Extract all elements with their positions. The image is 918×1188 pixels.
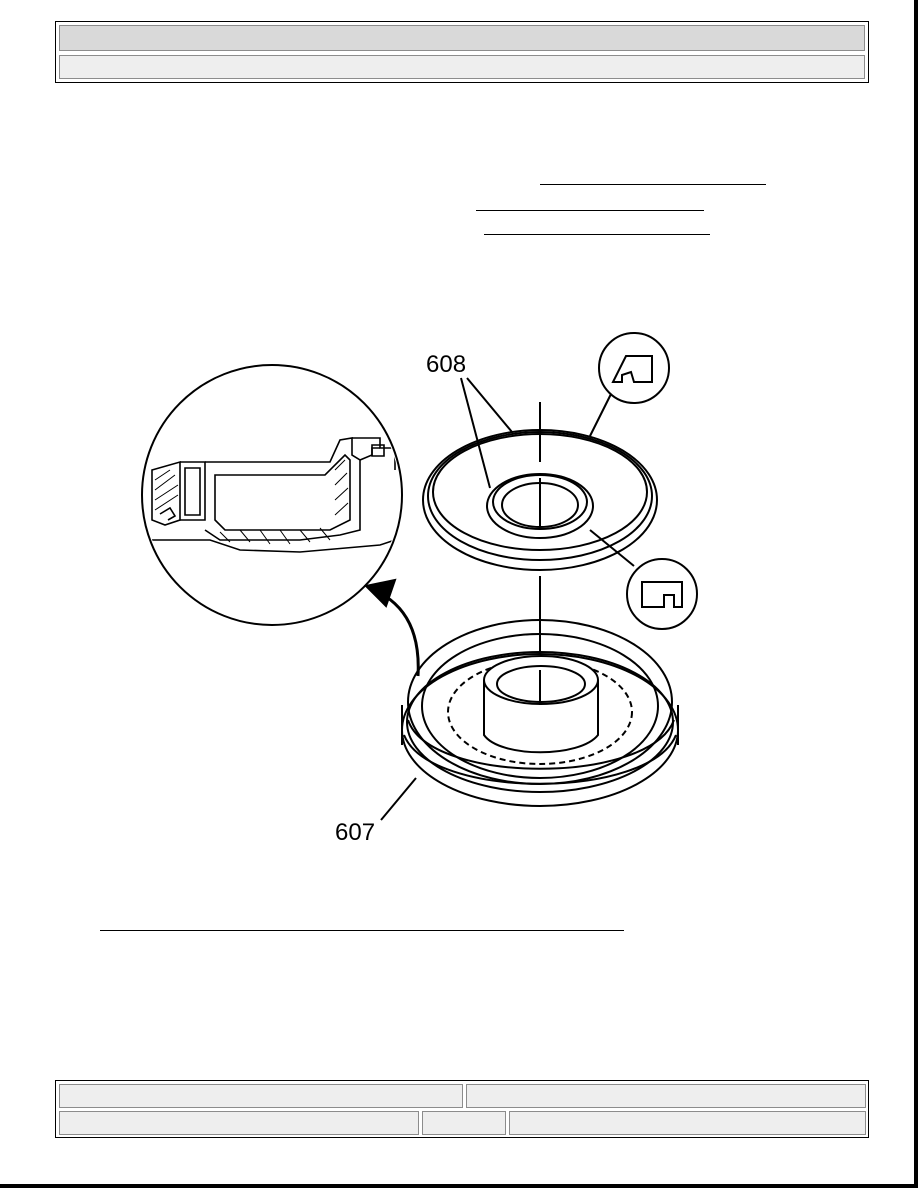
footer-cell (422, 1111, 506, 1135)
callout-label-607: 607 (335, 819, 375, 846)
hyperlink-underline[interactable] (100, 930, 624, 931)
footer-cell (466, 1084, 866, 1108)
callout-label-608: 608 (426, 351, 466, 378)
hyperlink-underline[interactable] (484, 234, 710, 235)
footer-cell (509, 1111, 866, 1135)
hyperlink-underline[interactable] (540, 184, 766, 185)
hyperlink-underline[interactable] (476, 210, 704, 211)
document-footer (55, 1080, 869, 1138)
footer-cell (59, 1111, 419, 1135)
detail-magnifier-circle (141, 364, 403, 626)
document-header (55, 21, 869, 83)
header-subtitle (59, 55, 865, 79)
footer-cell (59, 1084, 463, 1108)
header-title (59, 25, 865, 51)
seal-installation-illustration: 608 607 (141, 332, 698, 846)
